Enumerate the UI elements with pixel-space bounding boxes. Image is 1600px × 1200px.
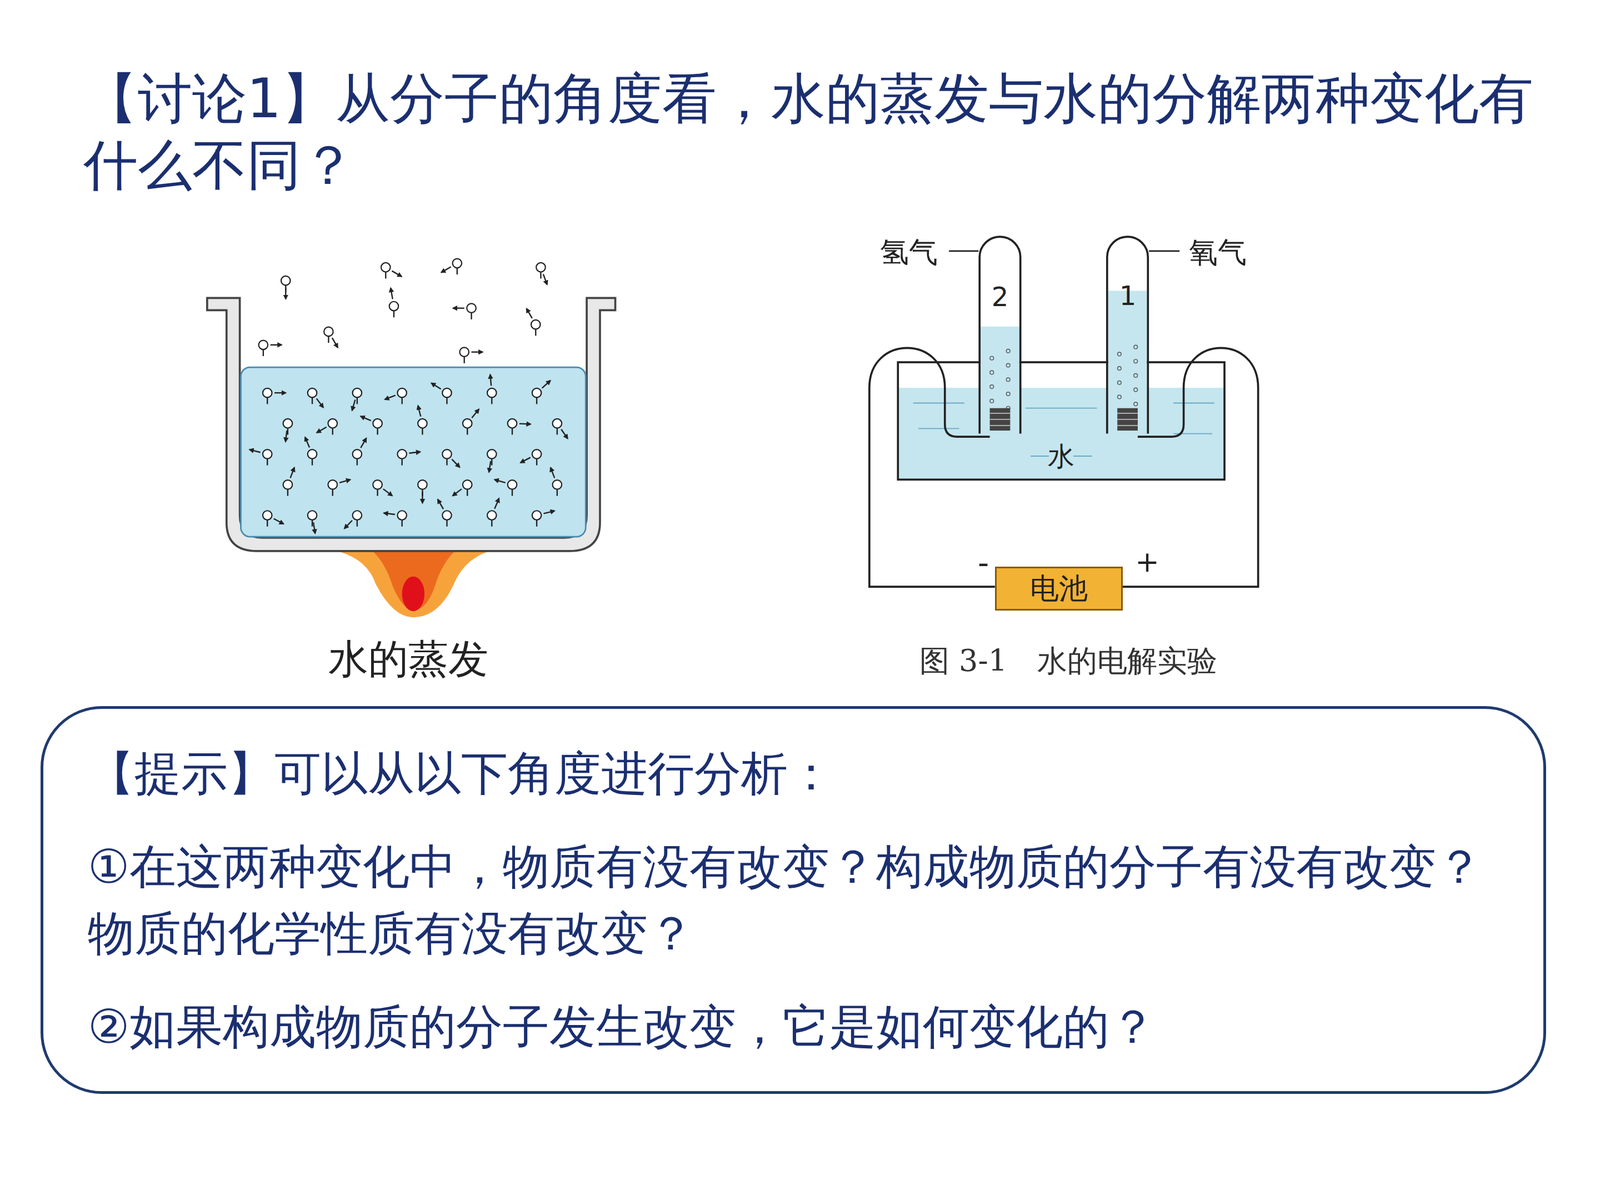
molecule [487,449,497,473]
wire-positive [1122,347,1258,587]
electrode-2 [990,408,1011,431]
molecule [316,418,338,435]
molecule [532,380,551,404]
molecule [487,374,497,404]
hint-text: ①在这两种变化中，物质有没有改变？构成物质的分子有没有改变？物质的化学性质有没有… [87,833,1499,967]
molecule [372,480,393,496]
bubble [1006,363,1010,368]
terminal-sign: + [1135,547,1160,577]
molecule [307,388,324,408]
molecule [462,409,479,435]
leader-hydrogen [948,250,979,252]
bubble [1117,352,1122,357]
bubble [1117,395,1122,399]
hint-text: ②如果构成物质的分子发生改变，它是如何变化的？ [87,993,1499,1060]
molecule [452,480,473,496]
terminal-sign: - [977,547,989,579]
bubble [1006,349,1010,354]
bubble [1117,380,1122,385]
figure-caption: 图 3-1 水的电解实验 [846,644,1291,678]
molecule [327,479,350,496]
molecule [283,467,295,497]
hint-text: 【提示】可以从以下角度进行分析： [87,740,1499,807]
figure-label: 水的蒸发 [328,638,489,679]
flame-outer [336,551,490,618]
tube-2 [979,236,1020,434]
tube-2-water [980,326,1020,434]
molecule [323,327,338,348]
wire-negative [869,347,995,587]
slide-title: 【讨论1】从分子的角度看，水的蒸发与水的分解两种变化有什么不同？ [83,65,1550,199]
molecule [258,340,282,357]
molecule [383,510,407,527]
molecule [441,258,462,275]
electrode-1 [1117,408,1138,431]
molecule [262,510,284,527]
molecule [360,416,383,435]
tube-number: 2 [991,283,1009,310]
tank [897,362,1225,480]
molecule [262,388,286,404]
flame-core [402,576,425,612]
bubble [990,385,994,389]
molecule [417,405,428,435]
bubble [990,399,994,404]
molecule [431,383,452,405]
molecule [442,449,460,468]
molecule [494,479,517,496]
gas-bubbles [990,345,1138,410]
molecule [397,449,420,465]
bubble [1133,345,1138,349]
molecule [344,510,362,529]
molecule [452,303,476,319]
molecule [249,449,272,465]
water-molecules [249,258,568,534]
gas-label: 氧气 [1188,237,1247,267]
bubble [1133,359,1138,364]
tube-1 [1107,236,1148,434]
molecule [281,276,291,299]
molecule [552,418,568,439]
molecule [352,388,362,411]
molecule [305,437,317,466]
molecule [526,308,541,336]
molecule [307,510,318,534]
molecule [532,510,555,527]
pot-wall [207,297,616,552]
leader-oxygen [1148,250,1180,252]
molecule [550,467,562,497]
molecule [283,418,293,442]
molecule [487,498,499,527]
molecule [389,287,399,318]
molecule [459,347,483,363]
molecule [437,499,452,527]
hint-box: 【提示】可以从以下角度进行分析： ①在这两种变化中，物质有没有改变？构成物质的分子… [40,706,1547,1094]
water-label: 水 [1047,442,1075,470]
water-in-pot [240,367,586,537]
bubble [1133,387,1138,392]
bubble [990,370,994,375]
molecule [417,480,428,503]
molecule [507,418,531,435]
bubble [1006,377,1010,382]
bubble [1133,373,1138,378]
molecule [352,438,367,466]
gas-label: 氢气 [880,237,938,267]
battery-label: 电池 [1002,570,1116,607]
bubble [990,356,994,360]
tube-1-water [1108,290,1148,434]
battery-box: 电池 [995,566,1123,611]
molecule [385,388,407,404]
tube-number: 1 [1119,282,1137,309]
bubble [1117,366,1122,371]
bubble [1006,392,1010,397]
bubble [1133,402,1138,407]
molecule [536,262,548,285]
molecule [520,449,542,465]
molecule [381,262,402,279]
